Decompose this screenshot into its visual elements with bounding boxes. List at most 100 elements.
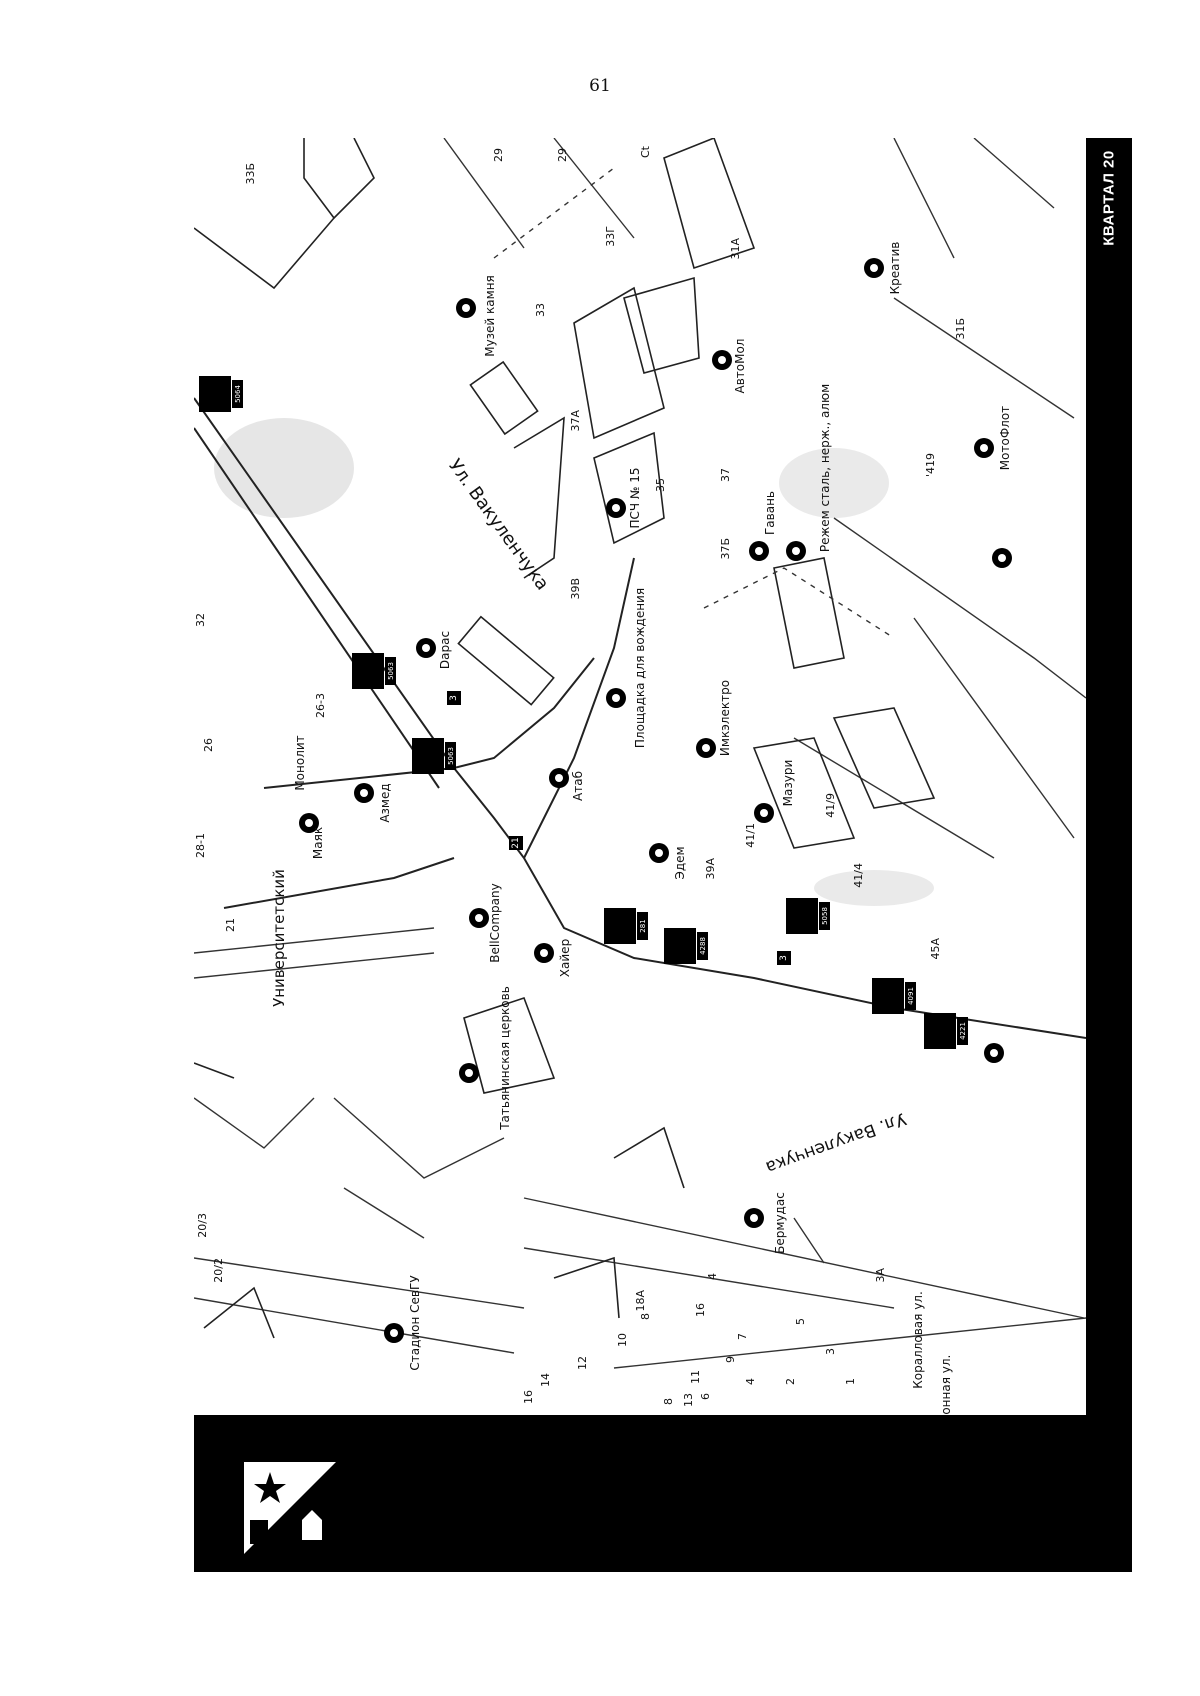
bus-stop-id: 5064 <box>234 385 242 403</box>
building-number: 4 <box>706 1273 719 1280</box>
building-number: 29 <box>492 148 505 162</box>
building-number: 26 <box>202 738 215 752</box>
poi-label: Маяк <box>311 827 325 859</box>
building-number: 18А <box>634 1290 647 1312</box>
shop-icon[interactable] <box>744 1208 764 1228</box>
building-number: 33 <box>534 303 547 317</box>
store-icon[interactable] <box>416 638 436 658</box>
building-number: 2 <box>784 1378 797 1385</box>
bus-stop-id: 4091 <box>907 987 915 1005</box>
building-number: 21 <box>224 918 237 932</box>
building-number: 11 <box>689 1370 702 1384</box>
poi-label: Имкэлектро <box>718 680 732 756</box>
building-number: 33Г <box>604 226 617 247</box>
poi-label: Татьянинская церковь <box>498 986 512 1131</box>
building-number: 37 <box>719 468 732 482</box>
food-icon[interactable] <box>649 843 669 863</box>
bus-stop-id: 5063 <box>447 747 455 765</box>
shop-icon[interactable] <box>864 258 884 278</box>
poi-label: Площадка для вождения <box>633 588 647 748</box>
building-number: 1 <box>844 1378 857 1385</box>
building-number: 16 <box>694 1303 707 1317</box>
bus-stop-marker[interactable]: 4091 <box>872 978 916 1014</box>
route-number: 3 <box>779 955 789 961</box>
car-icon[interactable] <box>606 688 626 708</box>
greenery-patches <box>214 418 934 906</box>
parking-icon[interactable] <box>984 1043 1004 1063</box>
bus-stop-marker[interactable]: 281 <box>604 908 648 944</box>
car-icon[interactable] <box>992 548 1012 568</box>
building-number: 33Б <box>244 163 257 185</box>
title-bar: КВАРТАЛ 20 <box>1086 138 1132 1415</box>
tool-icon[interactable] <box>786 541 806 561</box>
fire-station-icon[interactable] <box>606 498 626 518</box>
bus-stop-marker[interactable]: 5063 <box>352 653 396 689</box>
church-icon[interactable] <box>459 1063 479 1083</box>
food-icon[interactable] <box>549 768 569 788</box>
building-number: 6 <box>699 1393 712 1400</box>
poi-label: ПСЧ № 15 <box>628 467 642 528</box>
building-number: 41/4 <box>852 863 865 888</box>
building-number: 12 <box>576 1356 589 1370</box>
poi-label: Атаб <box>571 771 585 801</box>
poi-label: Монолит <box>293 735 307 790</box>
museum-icon[interactable] <box>456 298 476 318</box>
building-number: '419 <box>924 453 937 477</box>
building-number: Сt <box>639 145 652 158</box>
pharmacy-icon[interactable] <box>354 783 374 803</box>
building-number: 7 <box>736 1333 749 1340</box>
street-label: Муссонная ул. <box>939 1355 953 1415</box>
route-number: 21 <box>511 837 521 848</box>
car-icon[interactable] <box>712 350 732 370</box>
building-number: 9 <box>724 1356 737 1363</box>
street-label: Ул. Вакуленчука <box>444 455 553 594</box>
poi-label: Dapac <box>438 631 452 669</box>
bus-stop-marker[interactable]: 5064 <box>199 376 243 412</box>
route-marker[interactable]: 21 <box>509 836 523 850</box>
building-number: 5 <box>794 1318 807 1325</box>
bus-stop-id: 5063 <box>387 662 395 680</box>
moto-icon[interactable] <box>974 438 994 458</box>
food-icon[interactable] <box>754 803 774 823</box>
route-marker[interactable]: 3 <box>777 951 791 965</box>
route-marker[interactable]: 3 <box>447 691 461 705</box>
poi-label: Эдем <box>673 846 687 879</box>
poi-label: Музей камня <box>483 275 497 357</box>
bus-stop-id: 4221 <box>959 1022 967 1040</box>
building-number: 8 <box>639 1313 652 1320</box>
poi-label: Гавань <box>763 491 777 535</box>
bus-stop-id: 5058 <box>821 907 829 925</box>
building-number: 39А <box>704 858 717 880</box>
electric-icon[interactable] <box>696 738 716 758</box>
poi-label: МотоФлот <box>998 406 1012 470</box>
building-number: 31Б <box>954 318 967 340</box>
bus-stop-marker[interactable]: 4288 <box>664 928 708 964</box>
building-number: 41/9 <box>824 793 837 818</box>
poi-label: Креатив <box>888 242 902 295</box>
phone-icon[interactable] <box>469 908 489 928</box>
poi-label: АвтоМол <box>733 339 747 394</box>
store-icon[interactable] <box>534 943 554 963</box>
stadium-icon[interactable] <box>384 1323 404 1343</box>
poi-label: Азмед <box>378 783 392 822</box>
bus-stop-marker[interactable]: 4221 <box>924 1013 968 1049</box>
building-number: 13 <box>682 1393 695 1407</box>
building-number: 32 <box>194 613 207 627</box>
shop-icon[interactable] <box>749 541 769 561</box>
poi-label: Мазури <box>781 760 795 807</box>
bus-stop-marker[interactable]: 5063 <box>412 738 456 774</box>
shop-icon[interactable] <box>299 813 319 833</box>
building-number: 39В <box>569 578 582 600</box>
poi-label: Бермудас <box>773 1192 787 1254</box>
building-number: 29 <box>556 148 569 162</box>
road-network <box>194 138 1086 1369</box>
building-number: 20/3 <box>196 1213 209 1238</box>
bus-stop-marker[interactable]: 5058 <box>786 898 830 934</box>
building-number: 35 <box>654 478 667 492</box>
poi-label: Хайер <box>558 939 572 977</box>
poi-label: Стадион СевГУ <box>408 1275 422 1371</box>
